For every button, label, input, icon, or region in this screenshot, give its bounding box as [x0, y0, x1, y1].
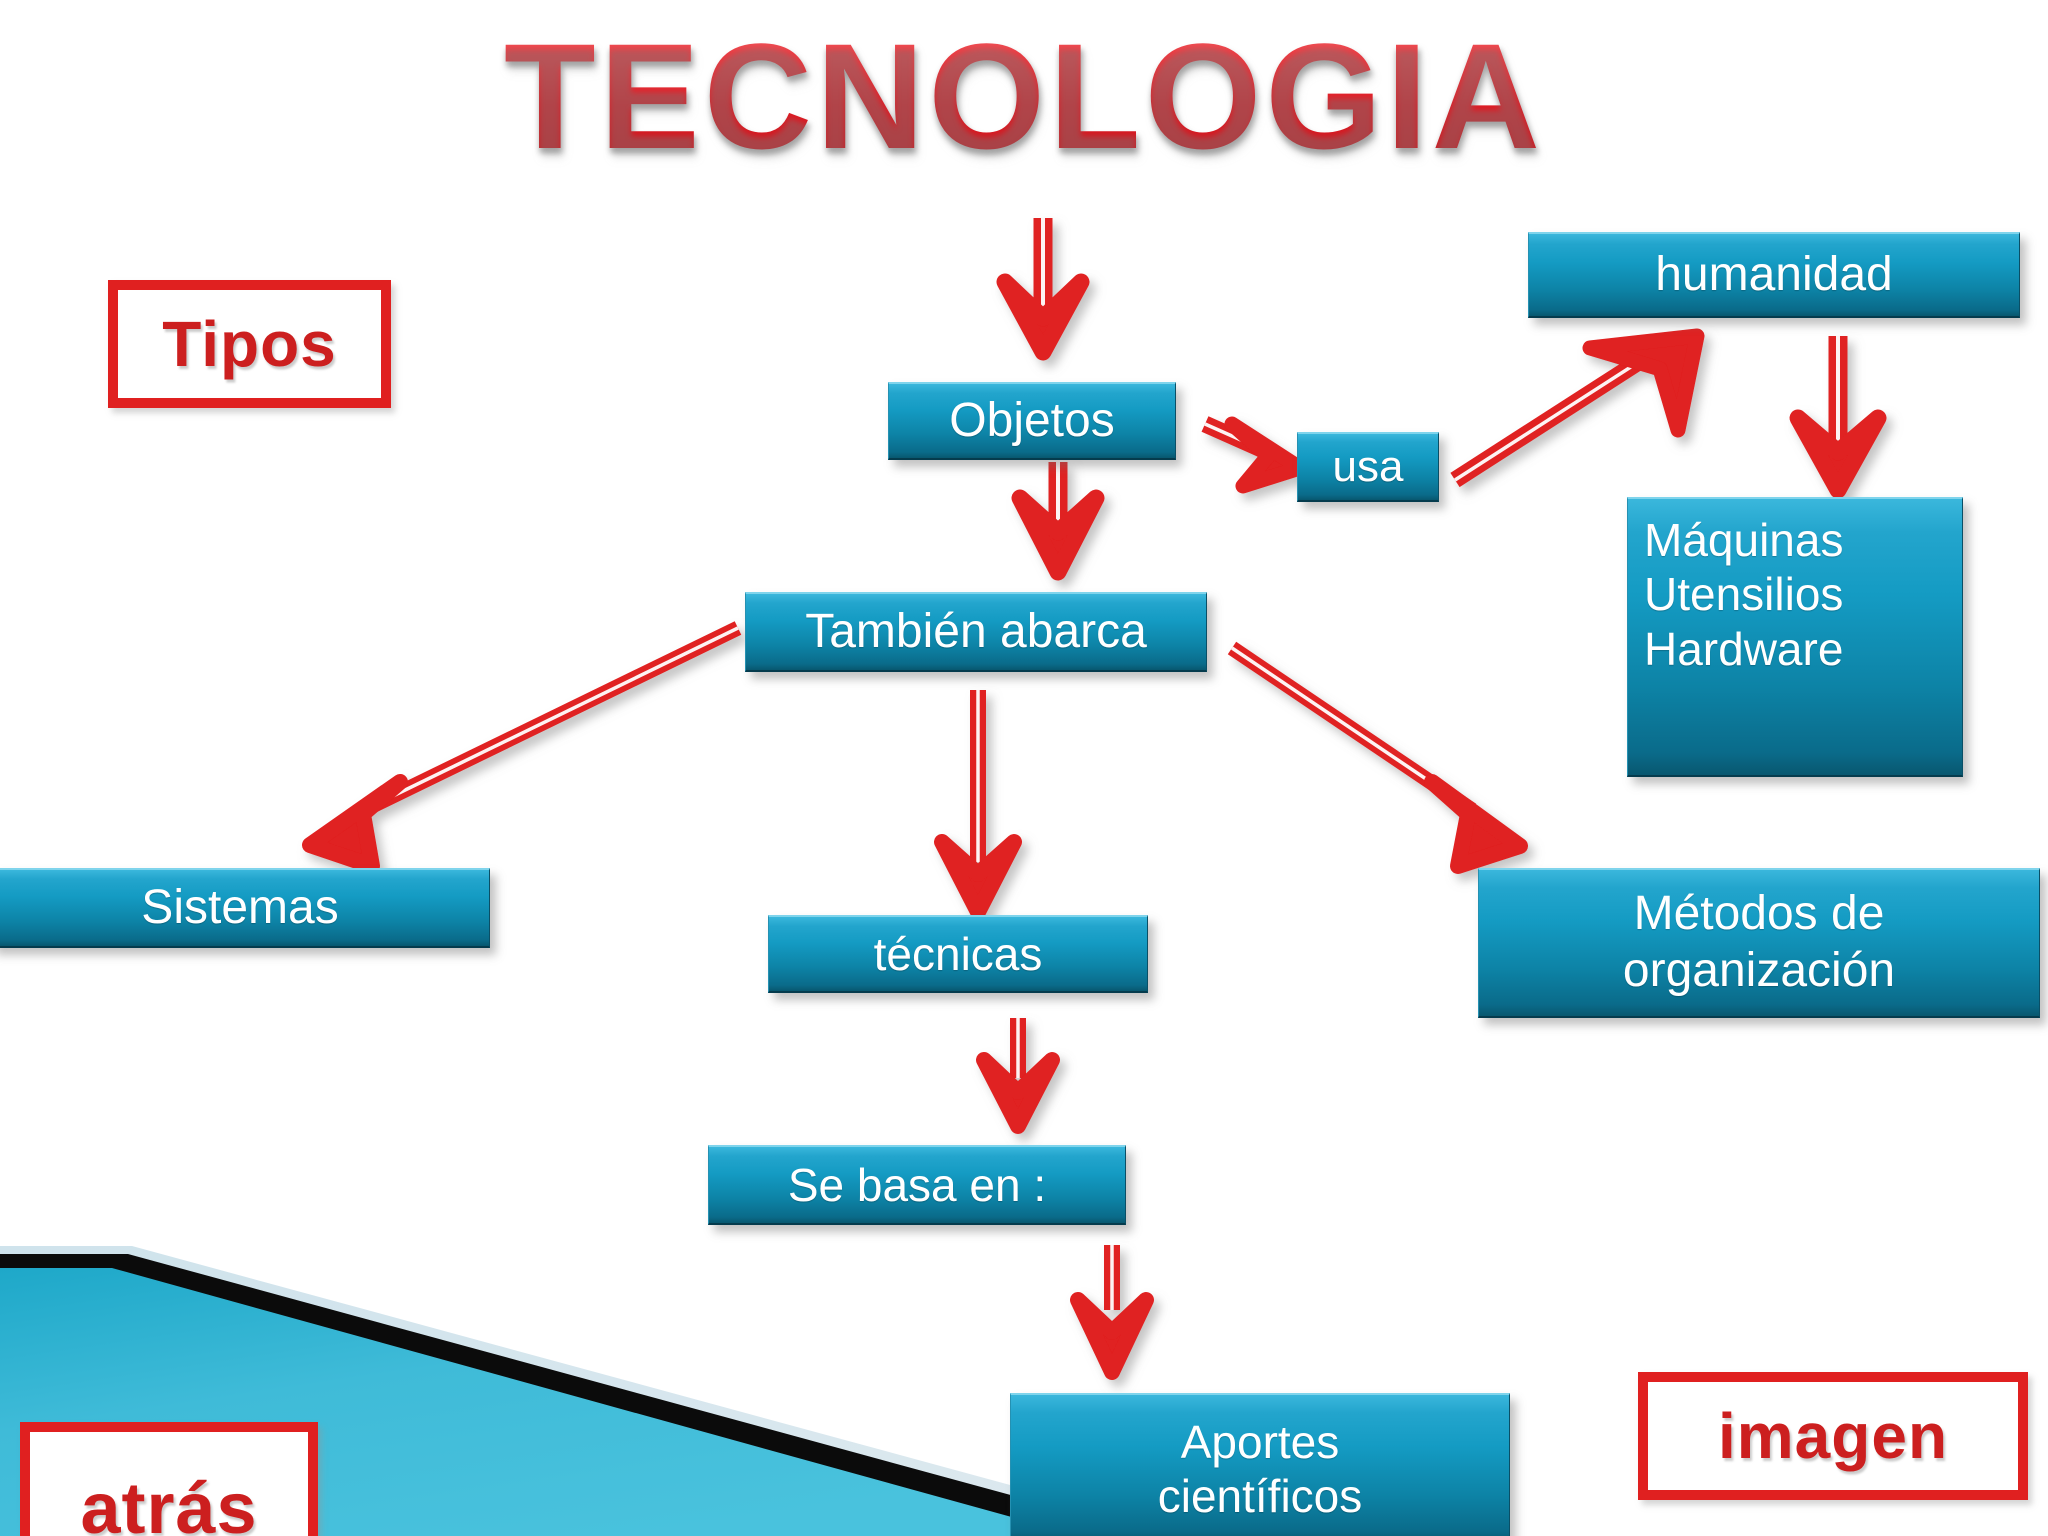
atras-button-label: atrás: [27, 1429, 311, 1536]
node-aportes-cientificos[interactable]: Aportes científicos: [1010, 1393, 1510, 1536]
node-se-basa-en-label: Se basa en :: [787, 1158, 1047, 1211]
node-humanidad-label: humanidad: [1655, 247, 1893, 301]
page-title: TECNOLOGIA: [0, 17, 2048, 176]
node-sistemas-label: Sistemas: [141, 880, 339, 934]
node-metodos[interactable]: Métodos de organización: [1478, 868, 2040, 1018]
imagen-button-label: imagen: [1645, 1379, 2021, 1493]
node-maquinas-label: Máquinas Utensilios Hardware: [1644, 514, 1844, 675]
tipos-button-label: Tipos: [115, 287, 384, 401]
arrow-title-objetos: [996, 218, 1090, 361]
arrow-objetos-usa: [1201, 416, 1308, 494]
node-usa-label: usa: [1332, 442, 1404, 492]
node-tecnicas[interactable]: técnicas: [768, 915, 1148, 993]
arrow-sebasa-aportes: [1070, 1245, 1154, 1380]
node-humanidad[interactable]: humanidad: [1528, 232, 2020, 318]
node-metodos-label: Métodos de organización: [1622, 887, 1896, 997]
node-tecnicas-label: técnicas: [873, 927, 1043, 980]
node-objetos-label: Objetos: [949, 393, 1115, 447]
node-maquinas[interactable]: Máquinas Utensilios Hardware: [1627, 497, 1963, 777]
arrow-objetos-tambien: [1011, 462, 1105, 581]
arrow-tambien-metodos: [1227, 641, 1528, 874]
arrow-humanidad-maquinas: [1789, 336, 1887, 499]
node-objetos[interactable]: Objetos: [888, 382, 1176, 460]
arrow-tecnicas-sebasa: [976, 1018, 1060, 1134]
arrow-tambien-sistemas: [302, 621, 742, 874]
node-aportes-cientificos-label: Aportes científicos: [1157, 1415, 1363, 1522]
tipos-button[interactable]: Tipos: [108, 280, 391, 408]
arrow-tambien-tecnicas: [934, 690, 1022, 920]
node-tambien-abarca-label: También abarca: [805, 604, 1147, 658]
arrow-usa-humanidad: [1450, 328, 1705, 488]
node-tambien-abarca[interactable]: También abarca: [745, 592, 1207, 672]
node-se-basa-en[interactable]: Se basa en :: [708, 1145, 1126, 1225]
node-usa[interactable]: usa: [1297, 432, 1439, 502]
imagen-button[interactable]: imagen: [1638, 1372, 2028, 1500]
node-sistemas[interactable]: Sistemas: [0, 868, 490, 948]
atras-button[interactable]: atrás: [20, 1422, 318, 1536]
